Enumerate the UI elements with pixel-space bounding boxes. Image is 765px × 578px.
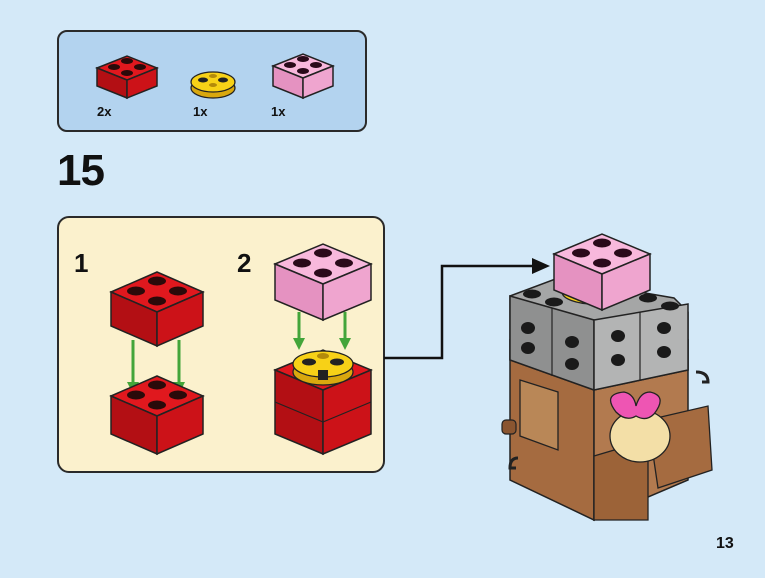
sub-step-2-illustration (273, 243, 373, 456)
parts-list-box: 2x 1x 1x (57, 30, 367, 132)
callout-arrow (384, 258, 550, 360)
red-2x2-brick-icon (94, 55, 160, 100)
part-qty-pink: 1x (271, 104, 286, 119)
sub-step-2-number: 2 (237, 248, 252, 278)
step-number: 15 (57, 146, 105, 195)
part-qty-red: 2x (97, 104, 112, 119)
brickheadz-model-illustration (501, 233, 713, 522)
sub-assembly-box: 1 2 (57, 216, 385, 473)
part-qty-yellow: 1x (193, 104, 208, 119)
sub-step-1-illustration (109, 271, 205, 456)
page-number: 13 (716, 535, 734, 552)
sub-step-1-number: 1 (74, 248, 89, 278)
yellow-turntable-icon (190, 71, 236, 99)
pink-2x2-brick-icon (270, 53, 336, 100)
